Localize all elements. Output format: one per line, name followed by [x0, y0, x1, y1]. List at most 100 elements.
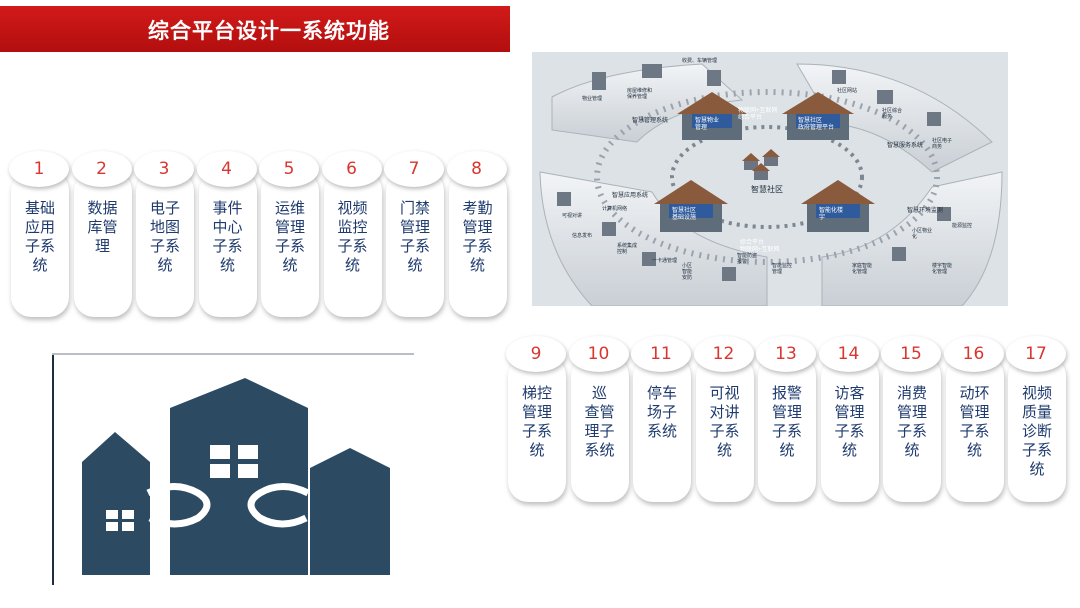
card-number: 16 — [943, 336, 1004, 372]
card-label: 运维 管理 子系 统 — [274, 199, 305, 274]
illustration-label: 社区综合服务 — [882, 107, 902, 120]
building-label: 智能化楼宇 — [819, 206, 843, 221]
device-icons — [557, 64, 951, 281]
card-body — [198, 171, 257, 317]
card-body — [323, 171, 382, 317]
card-label: 停车 场子 系统 — [646, 384, 677, 440]
card-label: 考勤 管理 子系 统 — [462, 199, 493, 274]
building-windows — [106, 445, 258, 531]
card-number: 1 — [9, 151, 69, 187]
card-number: 10 — [568, 336, 629, 372]
card-body — [73, 171, 132, 317]
illustration-label: 小区智能安防 — [682, 262, 692, 281]
card-number: 6 — [321, 151, 382, 187]
card-body — [136, 171, 194, 317]
illustration-label: 物业管理 — [582, 95, 602, 102]
illustration-label: 系统集成控制 — [617, 242, 637, 255]
illustration-label: 信息发布 — [572, 232, 592, 239]
bottom-band-label: 综合平台物联网+互联网 — [740, 238, 780, 253]
card-body — [820, 356, 879, 502]
card-label: 视频 监控 子系 统 — [337, 199, 368, 274]
band-line: 综合平台 — [740, 238, 764, 246]
card-number: 13 — [756, 336, 816, 372]
ring-text: 智慧环境监测 — [907, 206, 943, 214]
card-number: 4 — [196, 151, 257, 187]
card-number: 14 — [818, 336, 879, 372]
smart-community-illustration: 智慧社区 物联网+互联网综合平台 综合平台物联网+互联网 物业管理房屋维修和保养… — [532, 52, 1008, 306]
building-right — [310, 448, 390, 575]
building-decor-curves — [146, 483, 310, 528]
illustration-label: 计算机网络 — [602, 205, 627, 212]
illustration-label: 可视对讲 — [562, 212, 582, 219]
smart-community-diagram: 智慧社区 物联网+互联网综合平台 综合平台物联网+互联网 物业管理房屋维修和保养… — [539, 57, 1003, 306]
card-label: 门禁 管理 子系 统 — [399, 199, 430, 274]
illustration-label: 房屋维修和保养管理 — [627, 87, 652, 100]
top-band-label: 物联网+互联网综合平台 — [738, 106, 778, 121]
card-body — [508, 356, 566, 502]
decor-line-horizontal — [52, 353, 414, 355]
card-label: 可视 对讲 子系 统 — [709, 384, 740, 459]
card-number: 17 — [1006, 336, 1066, 372]
building-left — [82, 432, 150, 575]
illustration-label: 小区物业化 — [912, 227, 932, 240]
building-top-left — [677, 92, 747, 140]
band-line: 物联网+互联网 — [740, 245, 780, 253]
card-number: 15 — [881, 336, 941, 372]
inner-ring — [670, 125, 864, 229]
card-number: 11 — [631, 336, 691, 372]
center-houses — [742, 149, 780, 180]
card-body — [695, 356, 754, 502]
card-label: 报警 管理 子系 统 — [771, 384, 802, 459]
building-bottom-right — [801, 180, 875, 232]
ring-text: 智慧服务系统 — [887, 141, 923, 149]
building-graphic — [82, 378, 390, 575]
illustration-label: 社区网站 — [837, 87, 857, 94]
card-label: 消费 管理 子系 统 — [896, 384, 927, 459]
illustration-label: 智能监控管理 — [772, 262, 792, 275]
building-bottom-left — [654, 180, 728, 232]
card-label: 梯控 管理 子系 统 — [521, 384, 552, 459]
card-label: 数据 库管 理 — [87, 199, 118, 255]
card-number: 9 — [506, 336, 566, 372]
card-number: 7 — [384, 151, 444, 187]
illustration-label: 楼宇智能化管理 — [932, 262, 952, 275]
card-body — [758, 356, 816, 502]
outer-ring — [594, 89, 940, 265]
card-body — [386, 171, 444, 317]
card-number: 3 — [134, 151, 194, 187]
page-title: 综合平台设计一系统功能 — [148, 19, 390, 43]
illustration-label: 一卡通管理 — [652, 257, 677, 264]
card-body — [261, 171, 319, 317]
card-body — [633, 356, 691, 502]
illustration-labels: 物业管理 房屋维修和保养管理 收费、车辆管理社区网站社区综合服务社区电子商务一卡通管… — [562, 57, 972, 281]
illustration-label: 社区电子商务 — [932, 137, 952, 150]
card-number: 12 — [693, 336, 754, 372]
card-label: 事件 中心 子系 统 — [212, 199, 243, 274]
card-number: 8 — [446, 151, 507, 187]
card-body — [448, 171, 507, 317]
band-line: 综合平台 — [738, 113, 762, 121]
decor-line-vertical — [52, 353, 54, 585]
card-label: 访客 管理 子系 统 — [834, 384, 865, 459]
card-number: 5 — [259, 151, 319, 187]
card-body — [1008, 356, 1066, 502]
illustration-label: 家庭智能化管理 — [852, 262, 872, 275]
card-body — [570, 356, 629, 502]
building-top-right — [782, 92, 854, 140]
illustration-label: 收费、车辆管理 — [682, 57, 717, 64]
card-label: 电子 地图 子系 统 — [149, 199, 180, 274]
card-label: 动环 管理 子系 统 — [959, 384, 990, 459]
card-body — [883, 356, 941, 502]
disc-bottom-right — [821, 171, 1003, 306]
disc-bottom-left — [539, 171, 768, 306]
band-line: 物联网+互联网 — [738, 106, 778, 114]
building-label: 智慧社区基础设施 — [672, 206, 696, 221]
card-label: 巡 查管 理子 系统 — [584, 384, 615, 459]
illustration-label: 能源监控 — [952, 222, 972, 229]
disc-top-right — [796, 63, 993, 173]
building-label: 智慧物业管理 — [695, 116, 719, 131]
card-body — [945, 356, 1004, 502]
ring-text: 智慧应用系统 — [612, 191, 648, 199]
card-label: 基础 应用 子系 统 — [24, 199, 55, 274]
